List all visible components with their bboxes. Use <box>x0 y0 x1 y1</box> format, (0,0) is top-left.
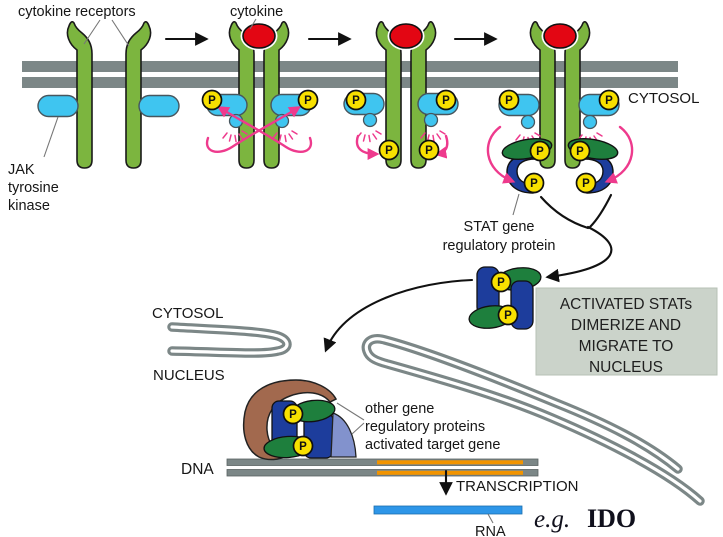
phosphate-badge <box>378 139 400 161</box>
phosphate-badge <box>292 435 314 457</box>
phosphate-badge <box>498 89 520 111</box>
jak-label-line1: JAK <box>8 162 35 178</box>
coactivator-brown-protein <box>242 379 338 461</box>
phosphate-badge <box>345 89 367 111</box>
other-gene-label-line1: other gene <box>365 401 434 417</box>
nuclear-envelope-right <box>361 334 705 506</box>
jak-label-line3: kinase <box>8 198 50 214</box>
other-gene-label-line2: regulatory proteins <box>365 419 485 435</box>
rna-label: RNA <box>475 524 506 537</box>
pointer-line <box>351 422 365 435</box>
stage4-stat-docking <box>486 20 634 194</box>
stat-release-arrow-left <box>539 195 590 230</box>
nucleus-label: NUCLEUS <box>153 367 225 384</box>
stat-phosphorylation-arrow <box>604 125 634 184</box>
cytosol-bottom-label: CYTOSOL <box>152 305 223 322</box>
transcription-label: TRANSCRIPTION <box>456 478 579 495</box>
example-gene-label: IDO <box>587 504 636 533</box>
info-box-line3: MIGRATE TO <box>579 338 674 355</box>
jak-label-line2: tyrosine <box>8 180 59 196</box>
to-nucleus-arrow <box>323 278 474 353</box>
jak-kinase-right <box>138 94 180 118</box>
stat-release-arrow-right <box>588 193 613 229</box>
cytokine-receptors-label: cytokine receptors <box>18 4 136 20</box>
pointer-line <box>249 18 257 30</box>
stat-label-line1: STAT gene <box>464 219 535 235</box>
target-gene-segment <box>377 470 523 475</box>
cytokine-ball <box>389 23 423 49</box>
pointer-line <box>336 402 365 421</box>
example-prefix-label: e.g. <box>534 506 570 533</box>
pointer-line <box>487 513 494 524</box>
jak-kinase-left <box>37 94 79 118</box>
info-box-line1: ACTIVATED STATs <box>560 296 693 313</box>
pointer-line <box>111 19 130 47</box>
cytokine-label: cytokine <box>230 4 283 20</box>
target-gene-label: activated target gene <box>365 437 500 453</box>
phosphorylation-arrow <box>434 134 449 159</box>
plasma-membrane <box>22 61 678 88</box>
rna-transcript <box>373 505 523 515</box>
phosphate-badge <box>529 140 551 162</box>
cytokine-ball <box>242 23 276 49</box>
info-box-line2: DIMERIZE AND <box>571 317 681 334</box>
cytosol-top-label: CYTOSOL <box>628 90 699 107</box>
phosphate-badge <box>598 89 620 111</box>
target-gene-segment <box>377 460 523 465</box>
stage3-receptor-phosphorylation <box>343 20 459 169</box>
nuclear-envelope-left <box>167 322 292 358</box>
phosphorylation-arrow <box>355 134 380 160</box>
pointer-line <box>512 193 520 216</box>
phosphate-badge <box>490 271 512 293</box>
info-box: ACTIVATED STATs DIMERIZE AND MIGRATE TO … <box>535 287 718 376</box>
phosphate-badge <box>575 172 597 194</box>
transcription-complex <box>242 379 357 461</box>
jak-domain-blob <box>520 114 536 130</box>
stat-phosphorylation-arrow <box>486 125 516 184</box>
cross-phosphorylation-arrow <box>205 106 302 153</box>
dna-label: DNA <box>181 461 214 478</box>
stat-label-line2: regulatory protein <box>443 238 556 254</box>
jak-domain-blob <box>582 114 598 130</box>
phosphate-badge <box>282 403 304 425</box>
phosphate-badge <box>297 89 319 111</box>
cytokine-ball <box>543 23 577 49</box>
pointer-line <box>43 116 59 158</box>
info-box-line4: NUCLEUS <box>589 359 663 376</box>
dna-strand <box>226 458 539 477</box>
jak-domain-blob <box>423 112 439 128</box>
phosphate-badge <box>418 139 440 161</box>
phosphate-badge <box>569 140 591 162</box>
pointer-line <box>83 19 101 45</box>
phosphate-badge <box>523 172 545 194</box>
phosphate-badge <box>497 304 519 326</box>
jak-domain-blob <box>362 112 378 128</box>
cross-phosphorylation-arrow <box>216 106 313 153</box>
to-dimer-arrow <box>545 225 613 283</box>
phosphate-badge <box>435 89 457 111</box>
phosphate-badge <box>201 89 223 111</box>
